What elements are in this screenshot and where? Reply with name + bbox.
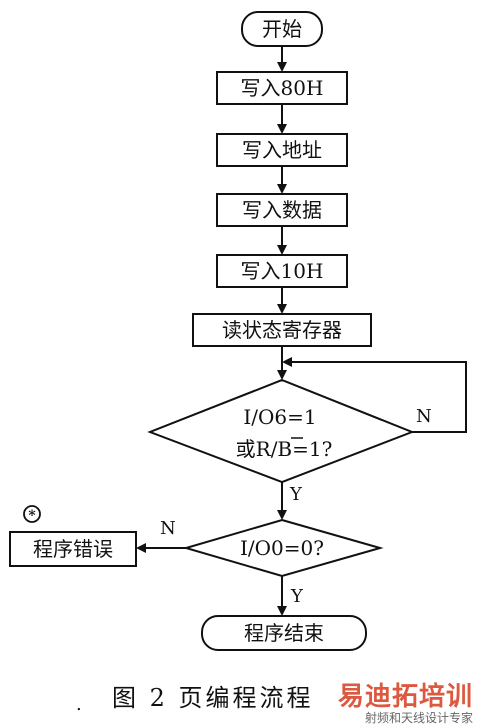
decision-status-line1: I/O6=1	[243, 405, 316, 429]
decision-io0-node: I/O0=0?	[182, 518, 384, 578]
start-label: 开始	[262, 17, 302, 41]
write-80h-node: 写入80H	[216, 71, 348, 105]
decision-io0-yes-label: Y	[290, 586, 304, 607]
decision-io0-no-label: N	[160, 518, 176, 539]
end-node: 程序结束	[201, 615, 367, 651]
end-label: 程序结束	[244, 621, 324, 645]
write-address-node: 写入地址	[216, 133, 348, 167]
start-node: 开始	[241, 11, 323, 47]
decision-status-line2: 或R/B=1?	[236, 437, 333, 461]
read-status-node: 读状态寄存器	[192, 313, 372, 347]
decision-status-no-label: N	[416, 406, 432, 427]
decision-io0-label: I/O0=0?	[240, 536, 324, 560]
write-10h-node: 写入10H	[216, 254, 348, 288]
watermark: 易迪拓培训 射频和天线设计专家	[338, 676, 473, 726]
read-status-label: 读状态寄存器	[222, 318, 342, 342]
caption-dot: .	[76, 694, 82, 715]
error-node: 程序错误	[9, 531, 137, 567]
write-80h-label: 写入80H	[241, 76, 324, 100]
write-address-label: 写入地址	[242, 138, 322, 162]
decision-status-yes-label: Y	[289, 484, 303, 505]
write-data-node: 写入数据	[216, 193, 348, 227]
watermark-subtitle: 射频和天线设计专家	[364, 711, 473, 725]
error-label: 程序错误	[33, 537, 113, 561]
error-marker-symbol: *	[28, 508, 36, 524]
error-marker-icon: *	[23, 505, 41, 524]
edge-decision1-no-loop	[282, 357, 467, 433]
write-data-label: 写入数据	[242, 198, 322, 222]
write-10h-label: 写入10H	[241, 259, 324, 283]
decision-status-node: I/O6=1 或R/B=1?	[147, 378, 415, 484]
figure-caption: 图 2 页编程流程	[112, 684, 314, 712]
watermark-title: 易迪拓培训	[337, 682, 473, 712]
